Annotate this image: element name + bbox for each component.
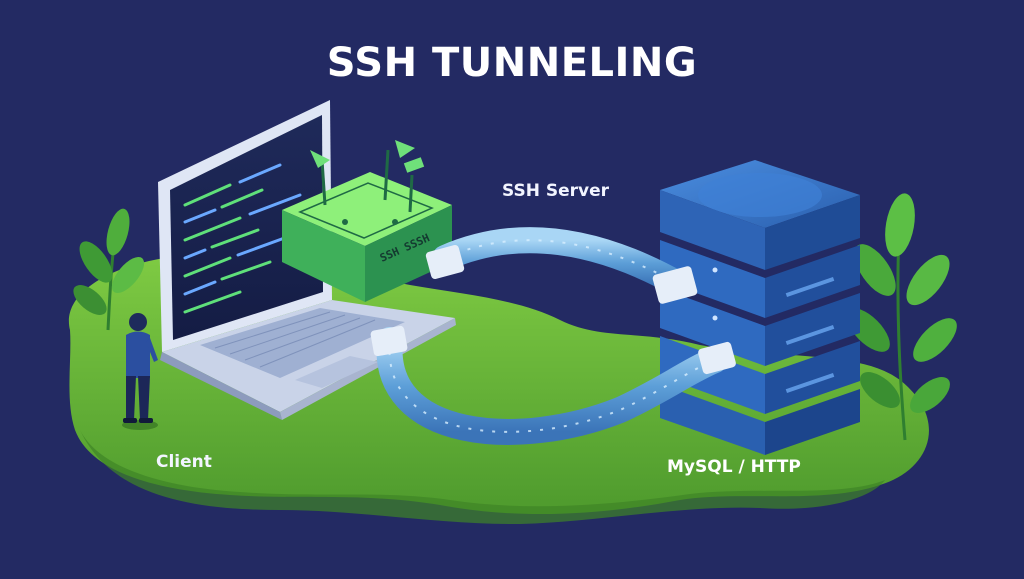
connector-plug [370, 325, 408, 357]
keyboard [200, 308, 405, 378]
tunnel-pipe-upper [432, 227, 693, 298]
server-unit-top [660, 160, 860, 270]
diagram-title: SSH TUNNELING [326, 40, 698, 86]
server-unit [660, 240, 860, 318]
laptop [158, 100, 456, 420]
ssh-tunnel-box [282, 140, 452, 302]
person-client [122, 313, 158, 430]
connector-plug [425, 244, 465, 280]
label-ssh-server: SSH Server [502, 181, 610, 201]
plant-left [73, 208, 145, 331]
label-mysql-http: MySQL / HTTP [667, 457, 801, 477]
ground-shade [80, 430, 885, 525]
server-unit [660, 288, 860, 366]
label-client: Client [156, 452, 212, 472]
code-lines [183, 163, 302, 314]
connector-plug [652, 266, 698, 304]
server-unit-bottom [660, 384, 860, 455]
connector-plug [698, 341, 736, 375]
server-stack [660, 160, 860, 455]
